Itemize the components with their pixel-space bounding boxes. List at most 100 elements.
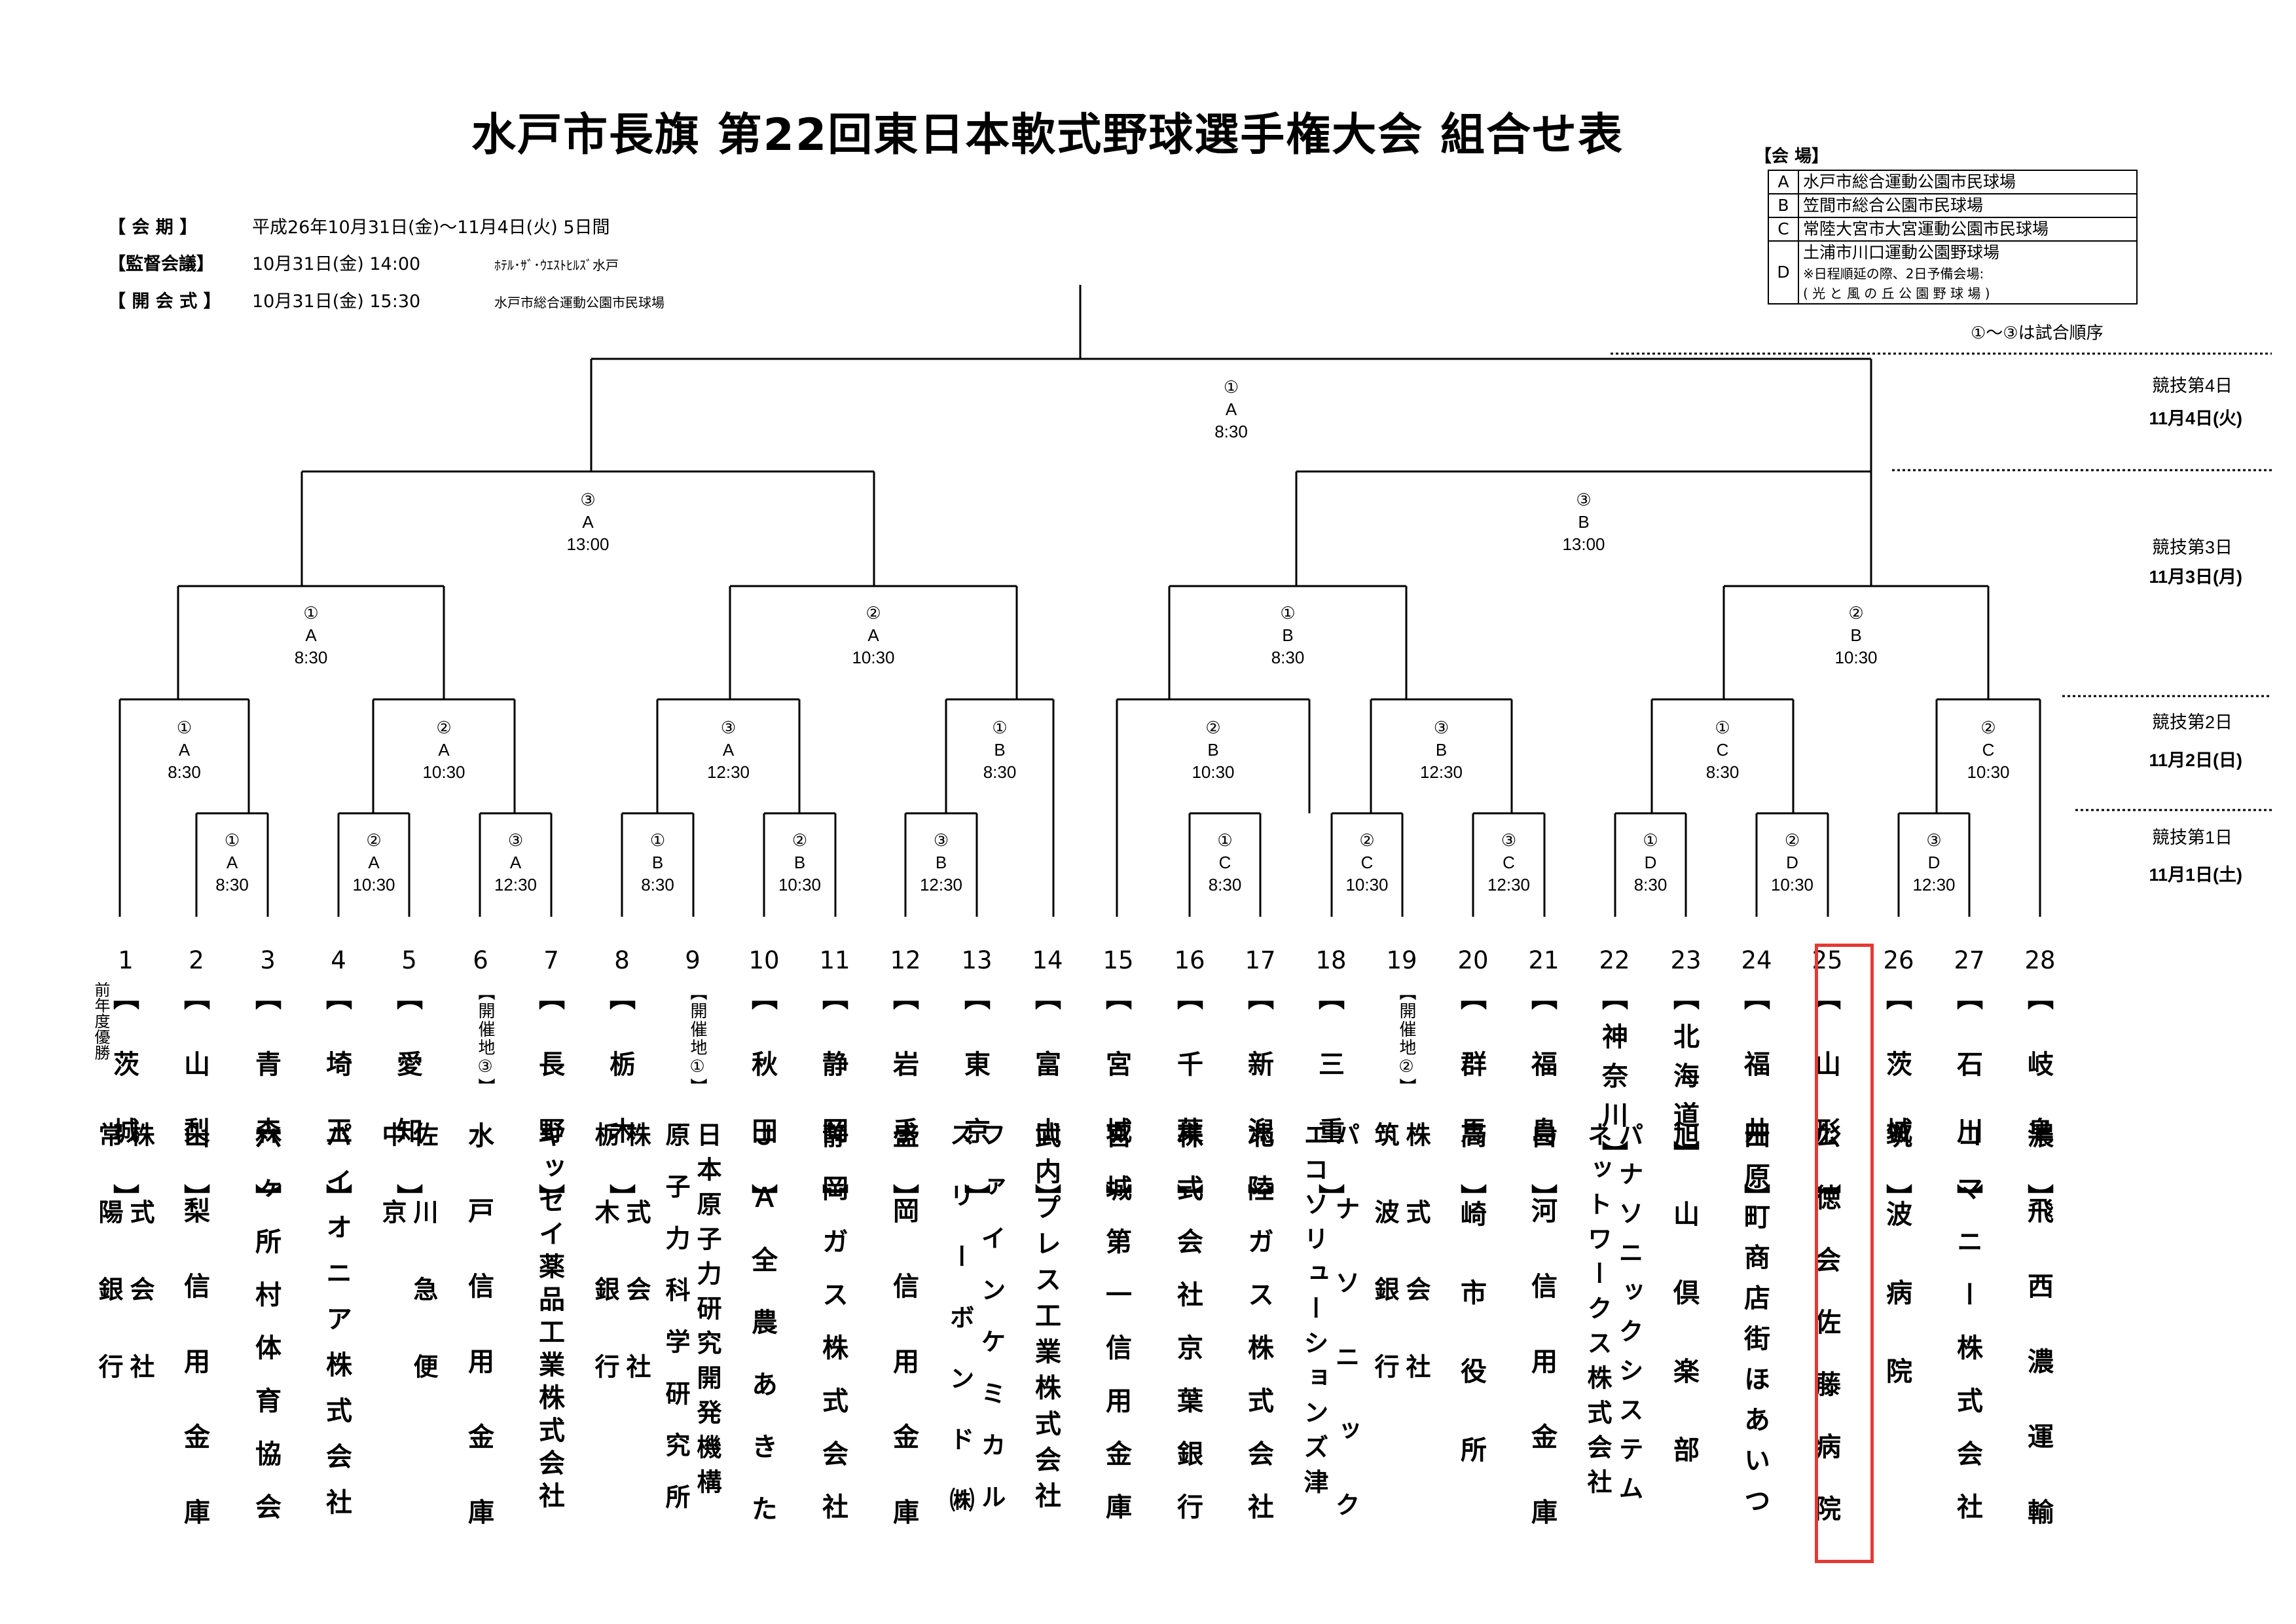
team-name: 高崎市役所 — [1456, 1122, 1486, 1515]
team-name: 武内プレス工業株式会社 — [1030, 1122, 1061, 1518]
game-time: 10:30 — [1192, 762, 1234, 782]
team-name: 株式会社 — [622, 1122, 651, 1431]
team-number: 19 — [1386, 946, 1417, 974]
team-name: 北陸ガス株式会社 — [1243, 1122, 1273, 1546]
game-order: ① — [1715, 718, 1730, 737]
team-number: 13 — [961, 946, 993, 974]
team-prefecture: 【北海道】 — [1669, 984, 1699, 1180]
team-name: 山梨信用金庫 — [179, 1122, 210, 1574]
team-number: 16 — [1174, 946, 1205, 974]
game-time: 8:30 — [641, 875, 674, 895]
team-number: 18 — [1315, 946, 1347, 974]
team-prefecture: 【岩手】 — [888, 984, 919, 1251]
game-time: 8:30 — [215, 875, 249, 895]
team-number: 7 — [543, 946, 559, 974]
venue-code: C — [1768, 217, 1799, 242]
team-prefecture: 【三重】 — [1314, 984, 1344, 1251]
team-number: 1 — [118, 946, 134, 974]
game-order: ③ — [580, 490, 595, 509]
team-name: パナソニック — [1331, 1122, 1360, 1566]
game-venue: A — [438, 740, 450, 760]
game-time: 12:30 — [707, 762, 750, 782]
team-name: 栃木銀行 — [591, 1122, 619, 1431]
game-venue: C — [1982, 740, 1995, 760]
day-date: 11月4日(火) — [2149, 409, 2242, 428]
team-number: 27 — [1954, 946, 1985, 974]
day-label: 競技第3日 — [2152, 538, 2232, 557]
team-prefecture: 【開催地①】 — [687, 984, 707, 1096]
team-prefecture: 【茨城】 — [1882, 984, 1912, 1251]
team-name: 六ヶ所村体育協会 — [251, 1122, 281, 1546]
day-date: 11月2日(日) — [2149, 750, 2242, 770]
team-number: 9 — [685, 946, 701, 974]
team-number: 26 — [1883, 946, 1914, 974]
game-venue: D — [1928, 853, 1941, 872]
team-name: パナソニックシステム — [1614, 1122, 1643, 1515]
team-prefecture: 【宮城】 — [1101, 984, 1131, 1251]
game-order: ② — [792, 830, 807, 850]
team-prefecture: 【愛知】 — [392, 984, 422, 1251]
game-venue: B — [1207, 740, 1218, 760]
game-venue: A — [723, 740, 735, 760]
order-note: ①～③は試合順序 — [1971, 323, 2104, 343]
team-name: ＪＡ全農あきた — [747, 1122, 777, 1557]
day-date: 11月3日(月) — [2149, 567, 2242, 587]
game-venue: B — [1578, 512, 1589, 532]
team-name: 田原町商店街ほあいつ — [1740, 1122, 1770, 1528]
game-order: ③ — [1576, 490, 1591, 509]
game-venue: D — [1645, 853, 1657, 872]
game-order: ② — [1359, 830, 1374, 850]
team-name: 筑波銀行 — [1370, 1122, 1399, 1431]
game-time: 8:30 — [1706, 762, 1740, 782]
game-time: 10:30 — [1345, 875, 1388, 895]
team-name: エコソリューションズ津 — [1300, 1122, 1328, 1504]
team-prefecture: 【岐阜】 — [2023, 984, 2053, 1251]
game-time: 8:30 — [1209, 875, 1242, 895]
venue-code: D — [1768, 240, 1799, 304]
game-order: ③ — [1501, 830, 1516, 850]
game-order: ③ — [508, 830, 523, 850]
venue-name: 常陸大宮市大宮運動公園市民球場 — [1798, 217, 2138, 242]
game-order: ① — [1280, 603, 1295, 623]
venue-name: 土浦市川口運動公園野球場 — [1803, 243, 2000, 262]
game-venue: C — [1717, 740, 1729, 760]
game-time: 13:00 — [566, 534, 609, 554]
game-order: ② — [866, 603, 881, 623]
game-venue: B — [994, 740, 1005, 760]
team-note: 前年度優勝 — [92, 982, 110, 1060]
info-place: ﾎﾃﾙ･ｻﾞ･ｳｴｽﾄﾋﾙｽﾞ水戸 — [494, 257, 619, 273]
game-time: 12:30 — [920, 875, 962, 895]
team-name: 株式会社京葉銀行 — [1173, 1122, 1203, 1546]
team-name: 旭山倶楽部 — [1669, 1122, 1699, 1515]
game-venue: A — [510, 853, 522, 872]
game-time: 8:30 — [168, 762, 201, 782]
team-name: 原子力科学研究所 — [661, 1122, 690, 1536]
game-order: ③ — [721, 718, 736, 737]
team-name: ネットワークス株式会社 — [1583, 1122, 1612, 1504]
game-order: ① — [225, 830, 240, 850]
game-venue: C — [1361, 853, 1374, 872]
game-time: 10:30 — [352, 875, 395, 895]
game-venue: A — [867, 625, 879, 645]
team-name: 宮城第一信用金庫 — [1101, 1122, 1131, 1546]
day-date: 11月1日(土) — [2149, 865, 2242, 885]
game-time: 12:30 — [1420, 762, 1463, 782]
game-time: 10:30 — [1834, 648, 1877, 667]
team-prefecture: 【千葉】 — [1173, 984, 1203, 1251]
game-time: 10:30 — [852, 648, 894, 667]
game-venue: A — [179, 740, 191, 760]
game-order: ① — [177, 718, 192, 737]
venue-code: A — [1768, 170, 1799, 194]
team-prefecture: 【新潟】 — [1243, 984, 1273, 1251]
game-venue: B — [794, 853, 805, 872]
venue-heading: 【会 場】 — [1755, 147, 1829, 166]
game-order: ② — [1980, 718, 1995, 737]
info-value: 10月31日(金) 15:30 — [252, 291, 421, 312]
venue-name: 水戸市総合運動公園市民球場 — [1798, 170, 2138, 194]
team-name: パイオニア株式会社 — [321, 1122, 352, 1534]
game-order: ② — [1205, 718, 1220, 737]
